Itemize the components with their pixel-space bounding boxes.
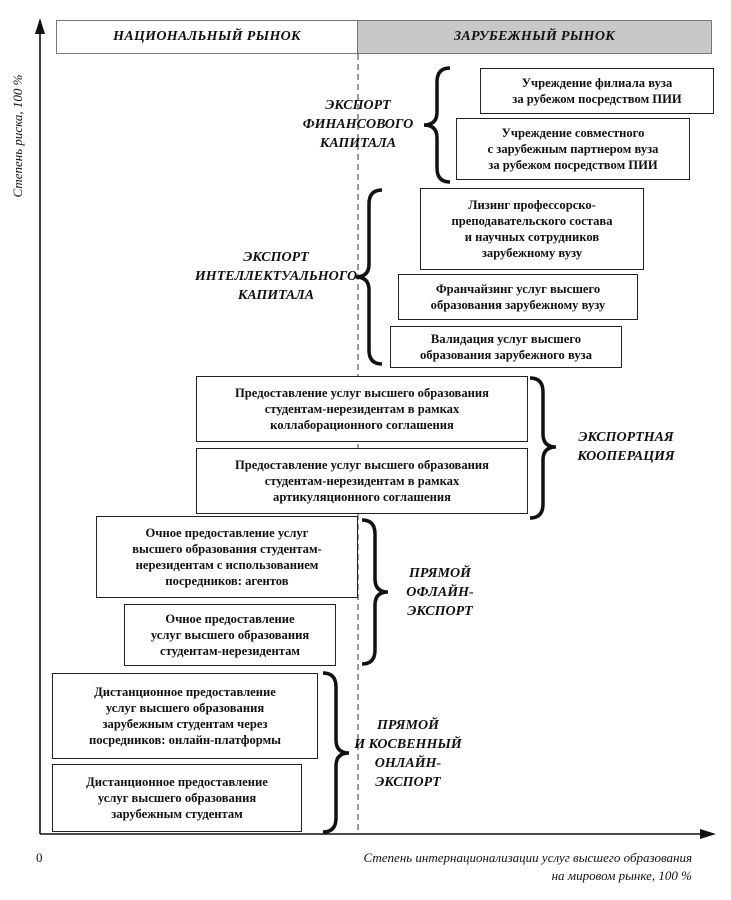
group-direct-offline: ПРЯМОЙ ОФЛАЙН- ЭКСПОРТ <box>406 566 474 619</box>
box-branch-campus: Учреждение филиала вуза за рубежом посре… <box>480 68 714 114</box>
x-axis-label-line1: Степень интернационализации услуг высшег… <box>363 850 692 865</box>
group-financial-capital: ЭКСПОРТ ФИНАНСОВОГО КАПИТАЛА <box>302 98 414 151</box>
brace-intellectual <box>355 188 383 366</box>
y-axis-arrow <box>35 18 45 34</box>
brace-financial <box>423 66 451 184</box>
brace-online <box>322 671 350 834</box>
x-axis-label-line2: на мировом рынке, 100 % <box>551 868 692 883</box>
group-intellectual-capital: ЭКСПОРТ ИНТЕЛЛЕКТУАЛЬНОГО КАПИТАЛА <box>194 250 358 303</box>
group-direct-indirect-online: ПРЯМОЙ И КОСВЕННЫЙ ОНЛАЙН- ЭКСПОРТ <box>354 718 462 790</box>
box-online-platforms: Дистанционное предоставление услуг высше… <box>52 673 318 759</box>
origin-label: 0 <box>36 850 43 865</box>
x-axis-arrow <box>700 829 716 839</box>
box-validation: Валидация услуг высшего образования зару… <box>390 326 622 368</box>
box-online-direct: Дистанционное предоставление услуг высше… <box>52 764 302 832</box>
brace-offline <box>361 518 389 666</box>
box-articulation-agreement: Предоставление услуг высшего образования… <box>196 448 528 514</box>
brace-cooperation <box>529 376 557 520</box>
box-offline-direct: Очное предоставление услуг высшего образ… <box>124 604 336 666</box>
header-national-market: НАЦИОНАЛЬНЫЙ РЫНОК <box>56 20 358 54</box>
box-franchising: Франчайзинг услуг высшего образования за… <box>398 274 638 320</box>
box-collaboration-agreement: Предоставление услуг высшего образования… <box>196 376 528 442</box>
group-export-cooperation: ЭКСПОРТНАЯ КООПЕРАЦИЯ <box>577 430 675 464</box>
box-joint-campus: Учреждение совместного с зарубежным парт… <box>456 118 690 180</box>
box-offline-agents: Очное предоставление услуг высшего образ… <box>96 516 358 598</box>
y-axis-label: Степень риска, 100 % <box>10 74 25 198</box>
header-foreign-market: ЗАРУБЕЖНЫЙ РЫНОК <box>358 20 712 54</box>
box-staff-leasing: Лизинг профессорско- преподавательского … <box>420 188 644 270</box>
